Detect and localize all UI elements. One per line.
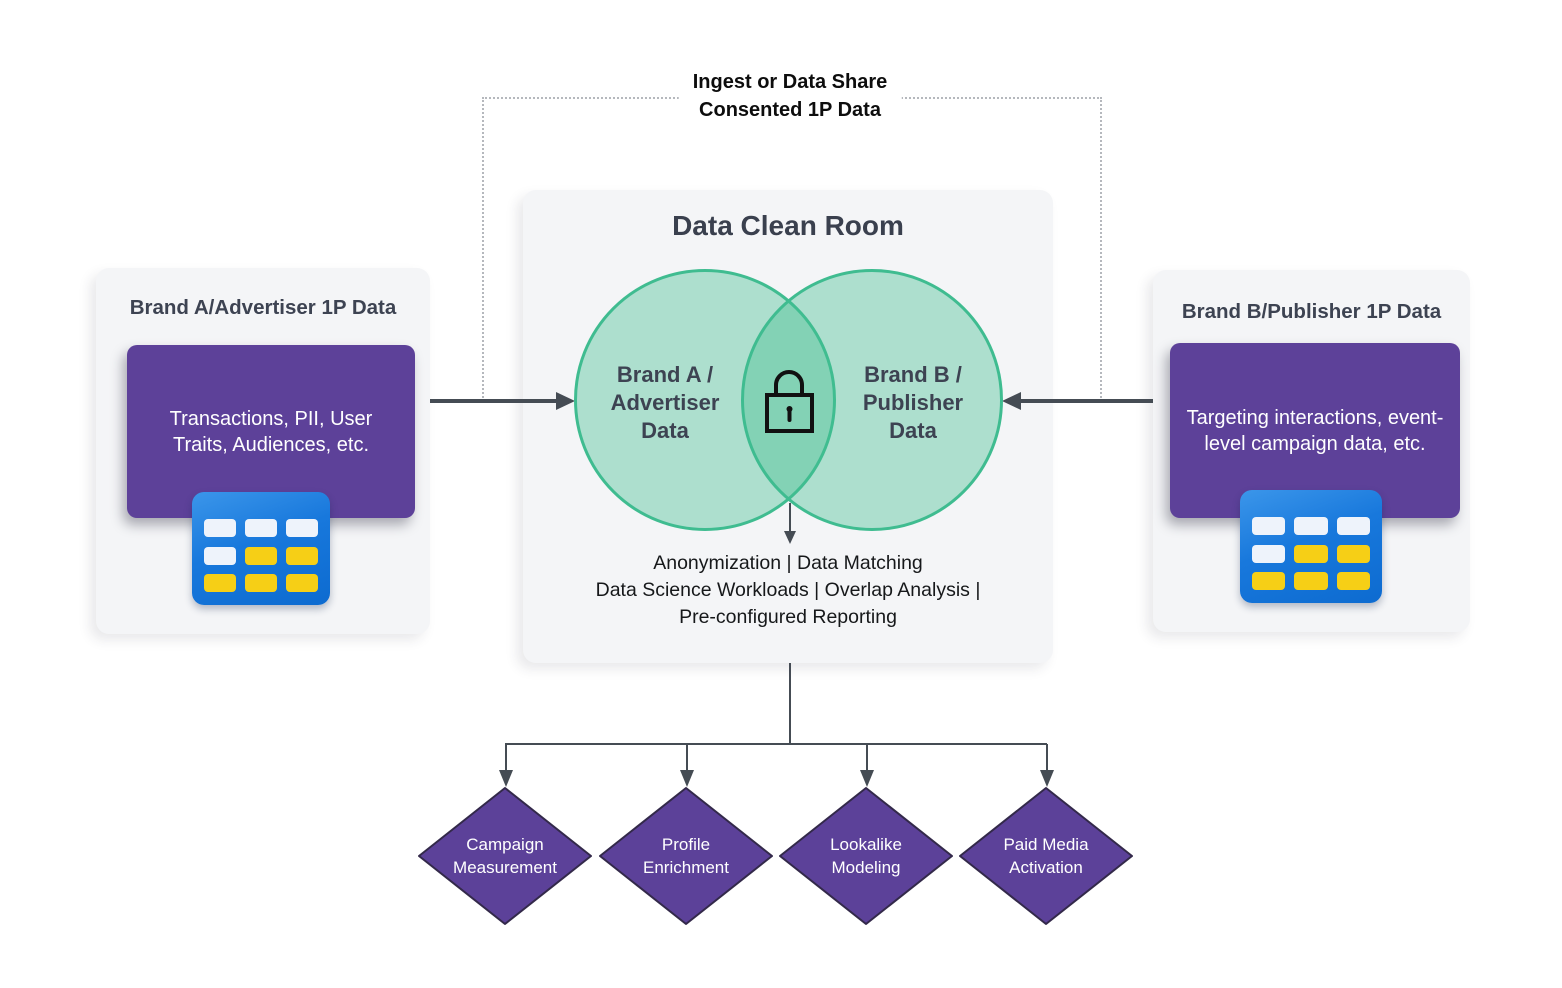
brand-a-data-box: Transactions, PII, User Traits, Audience… [127, 345, 415, 518]
outcome-diamond-profile-enrichment [599, 787, 773, 925]
venn-label-brand-a: Brand A / Advertiser Data [610, 362, 720, 443]
outcome-diamond-lookalike-modeling [779, 787, 953, 925]
table-cell [204, 574, 236, 593]
brand-a-ingest-arrow-line [430, 399, 557, 403]
outcome-diamond-campaign-measurement [418, 787, 592, 925]
clean-room-output-line [789, 663, 791, 744]
outcome-drop-line [686, 744, 688, 771]
brand-b-card-title: Brand B/Publisher 1P Data [1181, 300, 1442, 323]
table-cell [204, 546, 236, 565]
table-cell [1294, 572, 1328, 591]
table-cell [245, 519, 277, 537]
table-cell [1336, 544, 1370, 563]
outcome-label: Campaign Measurement [453, 835, 557, 877]
data-clean-room-title: Data Clean Room [672, 210, 904, 241]
venn-to-capabilities-line [789, 503, 791, 531]
ingest-label: Ingest or Data Share Consented 1P Data [678, 66, 902, 126]
outcome-label: Profile Enrichment [643, 835, 729, 877]
outcome-diamond-paid-media-activation [959, 787, 1133, 925]
table-icon [192, 492, 330, 605]
outcome-arrowhead [499, 770, 513, 787]
lock-icon [765, 370, 814, 433]
table-cell [1252, 517, 1286, 535]
table-cell [286, 574, 318, 593]
table-cell [1294, 544, 1328, 563]
outcome-drop-line [505, 744, 507, 771]
clean-room-capabilities: Anonymization | Data Matching Data Scien… [595, 552, 981, 628]
ingest-dotted-line-right [1100, 97, 1102, 398]
ingest-dotted-line-left [482, 97, 484, 398]
table-cell [245, 546, 277, 565]
brand-b-data-box-text: Targeting interactions, event-level camp… [1186, 406, 1444, 455]
brand-a-data-box-text: Transactions, PII, User Traits, Audience… [169, 407, 373, 456]
outcome-label: Lookalike Modeling [830, 835, 902, 877]
brand-b-ingest-arrowhead [1002, 392, 1021, 410]
table-cell [204, 519, 236, 537]
brand-a-card-title: Brand A/Advertiser 1P Data [129, 296, 397, 319]
venn-label-brand-b: Brand B / Publisher Data [862, 362, 964, 443]
outcome-arrowhead [1040, 770, 1054, 787]
table-cell [286, 546, 318, 565]
brand-a-ingest-arrowhead [556, 392, 575, 410]
table-icon [1240, 490, 1382, 603]
table-cell [1252, 572, 1286, 591]
outcome-drop-line [866, 744, 868, 771]
outcomes-branch-line [505, 743, 1047, 745]
venn-to-capabilities-arrowhead [784, 531, 796, 544]
brand-b-ingest-arrow-line [1021, 399, 1153, 403]
outcome-arrowhead [860, 770, 874, 787]
outcome-label: Paid Media Activation [1003, 835, 1089, 877]
table-cell [1294, 517, 1328, 535]
outcome-arrowhead [680, 770, 694, 787]
table-cell [245, 574, 277, 593]
brand-b-data-box: Targeting interactions, event-level camp… [1170, 343, 1460, 518]
table-cell [1336, 572, 1370, 591]
table-cell [1336, 517, 1370, 535]
table-cell [286, 519, 318, 537]
outcome-drop-line [1046, 744, 1048, 771]
table-cell [1252, 544, 1286, 563]
venn-circle-brand-b [741, 269, 1003, 531]
